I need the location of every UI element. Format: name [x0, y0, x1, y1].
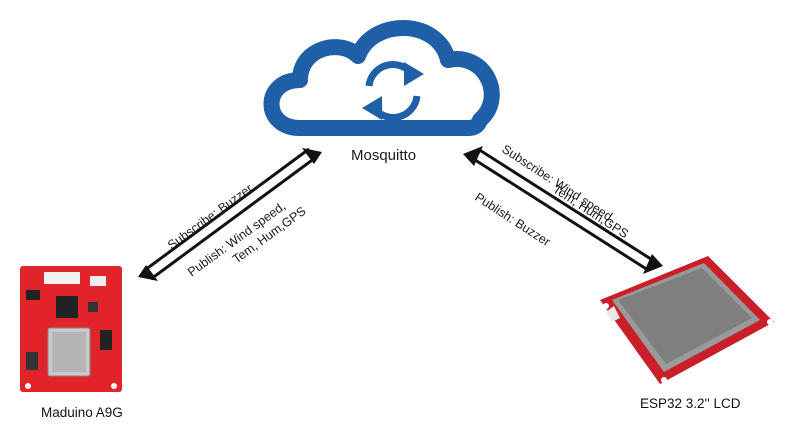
right-device-label: ESP32 3.2'' LCD [640, 396, 741, 411]
left-device-label: Maduino A9G [41, 405, 123, 420]
lcd-module [600, 256, 774, 384]
arrow-icon [144, 147, 316, 281]
maduino-board [20, 266, 122, 392]
arrow-icon [471, 147, 655, 272]
broker-label: Mosquitto [351, 147, 417, 164]
cloud-icon [263, 20, 500, 136]
